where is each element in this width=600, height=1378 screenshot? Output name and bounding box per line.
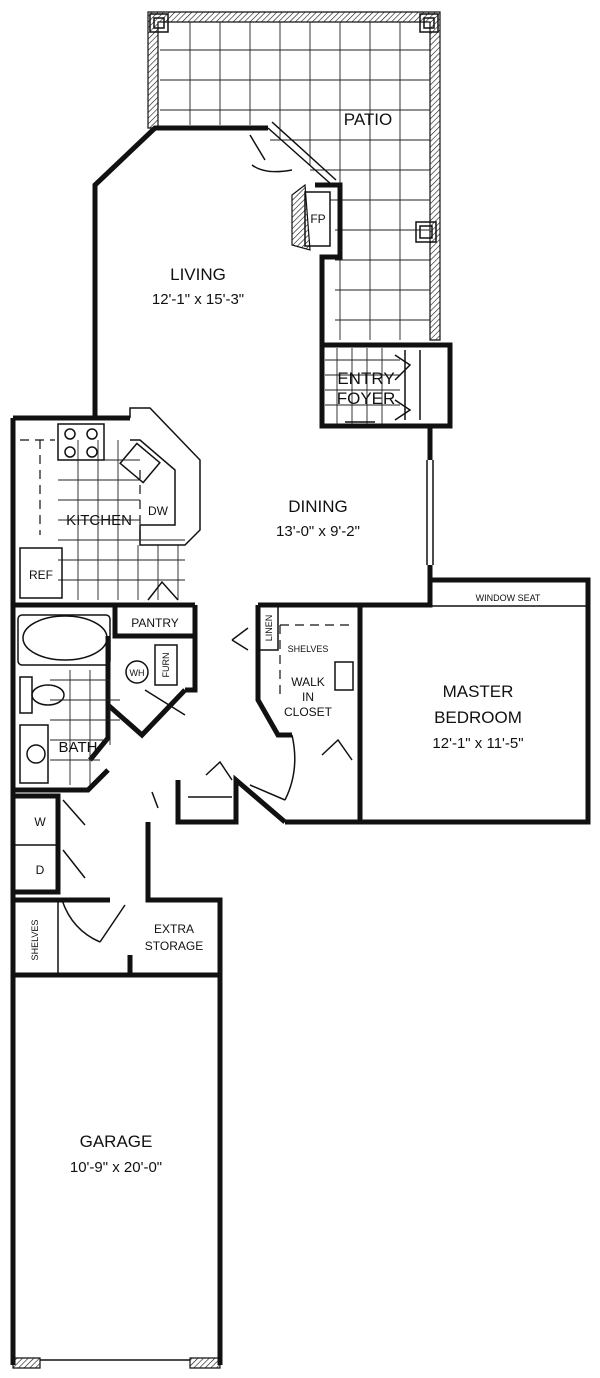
living-label: LIVING <box>170 265 226 284</box>
washer-label: W <box>34 815 46 829</box>
patio-area <box>147 11 441 341</box>
garage-shelves-label: SHELVES <box>30 920 40 961</box>
entry-foyer-label-line2: FOYER <box>337 389 396 408</box>
pantry-label: PANTRY <box>131 616 179 630</box>
door-swings <box>61 134 412 943</box>
master-bedroom-dimensions: 12'-1" x 11'-5" <box>432 735 523 752</box>
entry-foyer-label-line1: ENTRY <box>337 369 394 388</box>
refrigerator-label: REF <box>29 568 53 582</box>
patio-label: PATIO <box>344 110 393 129</box>
living-dimensions: 12'-1" x 15'-3" <box>152 291 244 308</box>
garage-label: GARAGE <box>80 1132 153 1151</box>
walk-in-closet-label-line3: CLOSET <box>284 705 333 719</box>
dining-label: DINING <box>288 497 348 516</box>
walls <box>10 121 591 1369</box>
walk-in-closet-label-line1: WALK <box>291 675 325 689</box>
patio-tile-grid <box>160 22 430 340</box>
fireplace-label: FP <box>310 212 325 226</box>
room-labels: PATIO LIVING 12'-1" x 15'-3" FP ENTRY FO… <box>29 110 541 1176</box>
garage-dimensions: 10'-9" x 20'-0" <box>70 1159 162 1176</box>
window-seat-label: WINDOW SEAT <box>476 593 541 603</box>
dryer-label: D <box>36 863 45 877</box>
master-bedroom-label-line1: MASTER <box>443 682 514 701</box>
kitchen-label: KITCHEN <box>66 512 132 529</box>
dining-dimensions: 13'-0" x 9'-2" <box>276 523 360 540</box>
extra-storage-label-line1: EXTRA <box>154 922 194 936</box>
linen-label: LINEN <box>264 615 274 642</box>
dishwasher-label: DW <box>148 504 169 518</box>
water-heater-label: WH <box>130 668 145 678</box>
bath-label: BATH <box>59 739 98 756</box>
extra-storage-label-line2: STORAGE <box>145 939 203 953</box>
furnace-label: FURN <box>161 653 171 678</box>
master-bedroom-label-line2: BEDROOM <box>434 708 522 727</box>
closet-shelves-label: SHELVES <box>288 644 329 654</box>
walk-in-closet-label-line2: IN <box>302 690 314 704</box>
